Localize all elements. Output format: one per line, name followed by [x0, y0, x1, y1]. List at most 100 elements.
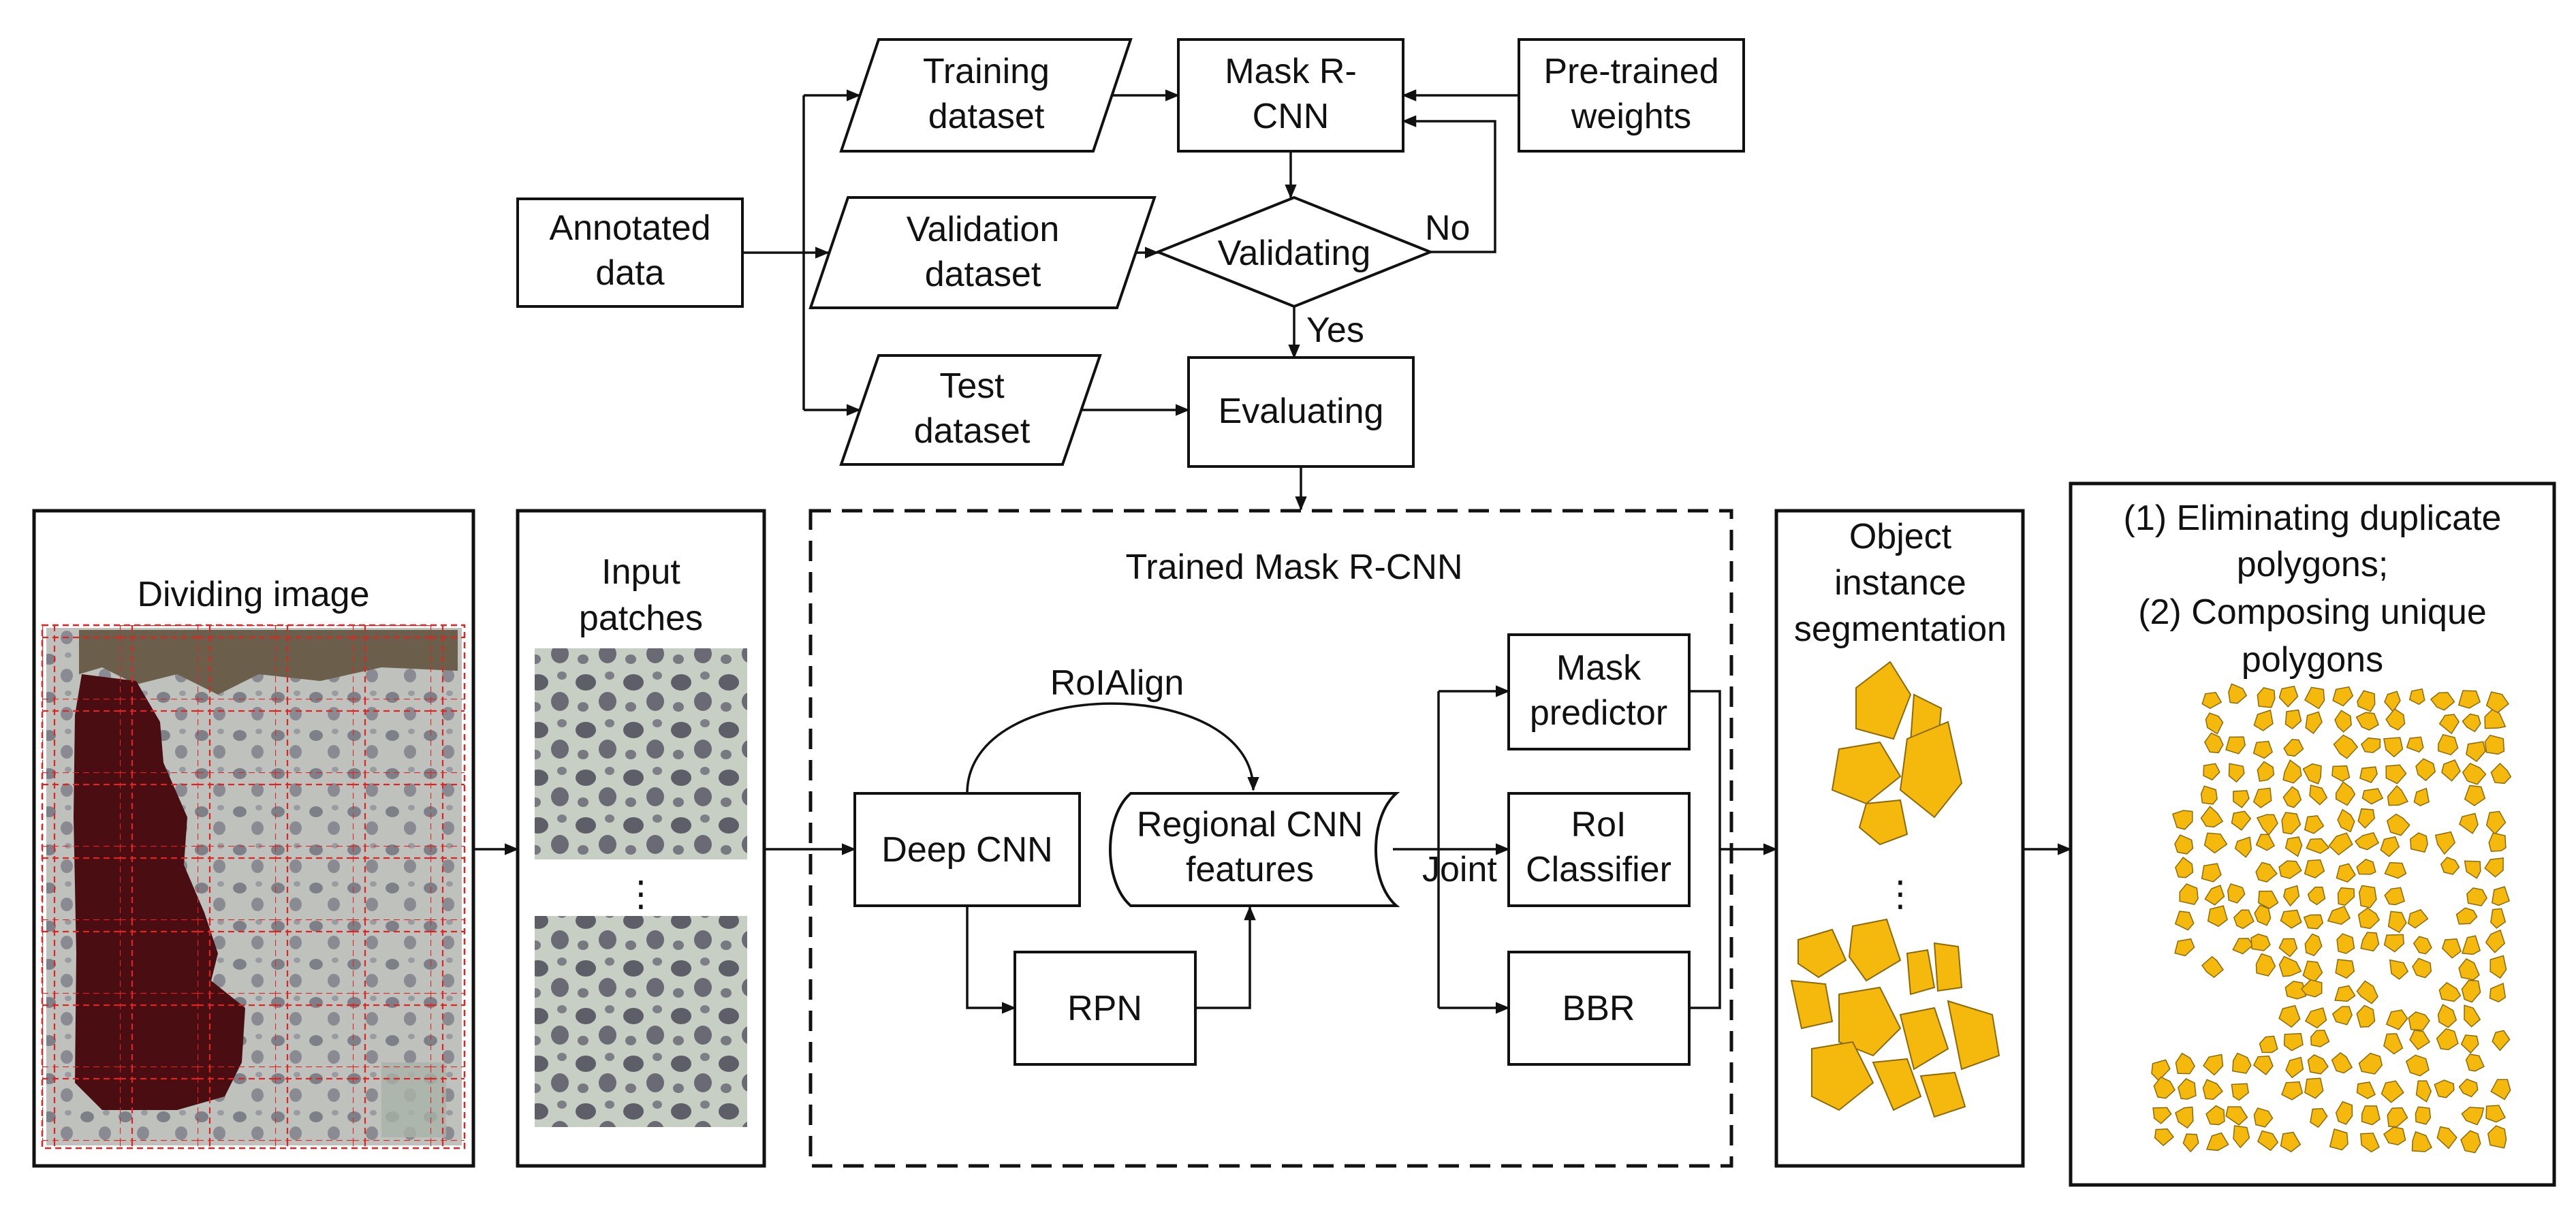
unique-polygon: [2489, 983, 2507, 1002]
unique-polygons-map: [2151, 683, 2512, 1154]
unique-polygon: [2356, 1081, 2376, 1100]
segmentation-label-2: instance: [1834, 563, 1966, 603]
trained-mask-rcnn-panel: Trained Mask R-CNN Deep CNN Regional CNN…: [808, 509, 1733, 1168]
unique-polygon: [2386, 813, 2410, 836]
training-dataset-label-1: Training: [923, 52, 1050, 91]
unique-polygon: [2304, 1007, 2327, 1029]
unique-polygon: [2283, 885, 2300, 907]
training-dataset-node: Training dataset: [839, 38, 1133, 153]
unique-polygon: [2357, 808, 2376, 829]
unique-polygon: [2464, 860, 2481, 879]
unique-polygon: [2355, 712, 2379, 731]
regional-features-label-2: features: [1186, 850, 1314, 889]
dividing-image-label: Dividing image: [137, 575, 369, 614]
unique-polygon: [2464, 1004, 2481, 1028]
unique-polygon: [2278, 860, 2302, 879]
unique-polygon: [2331, 1006, 2353, 1026]
unique-polygon: [2357, 907, 2381, 930]
roi-classifier-node: RoI Classifier: [1507, 792, 1691, 907]
satellite-image: [41, 624, 466, 1150]
unique-polygon: [2233, 1125, 2250, 1149]
unique-polygon: [2438, 714, 2460, 735]
unique-polygon: [2300, 979, 2323, 998]
unique-polygon: [2462, 713, 2481, 733]
unique-polygon: [2458, 1078, 2479, 1098]
evaluating-label: Evaluating: [1219, 392, 1384, 431]
postprocess-label-4: polygons: [2242, 640, 2383, 680]
top-flow-connectors: No Yes: [742, 89, 1519, 511]
evaluating-node: Evaluating: [1187, 356, 1415, 468]
polygon-cluster-2: [1790, 918, 2000, 1118]
unique-polygon: [2254, 904, 2272, 926]
unique-polygon: [2385, 1009, 2408, 1030]
bbr-label: BBR: [1562, 989, 1635, 1028]
unique-polygon: [2387, 1107, 2408, 1128]
unique-polygon: [2205, 712, 2224, 735]
unique-polygon: [2415, 1080, 2432, 1103]
unique-polygon: [2331, 765, 2351, 782]
unique-polygon: [2284, 836, 2303, 857]
unique-polygon: [2359, 885, 2377, 908]
unique-polygon: [2337, 887, 2355, 906]
pretrained-weights-label-1: Pre-trained: [1543, 52, 1718, 91]
unique-polygon: [2304, 686, 2325, 710]
input-patches-label-2: patches: [579, 599, 703, 638]
unique-polygon: [2257, 761, 2275, 782]
unique-polygon: [2385, 708, 2406, 731]
unique-polygon: [2281, 1081, 2304, 1101]
unique-polygon: [2461, 935, 2481, 955]
deep-cnn-label: Deep CNN: [881, 830, 1052, 870]
unique-polygon: [2464, 785, 2486, 806]
unique-polygon: [2228, 683, 2248, 704]
unique-polygon: [2280, 909, 2302, 929]
input-patches-label-1: Input: [601, 552, 680, 592]
unique-polygon: [2356, 1004, 2376, 1028]
unique-polygon: [2441, 938, 2462, 959]
pretrained-weights-label-2: weights: [1571, 97, 1691, 136]
unique-polygon: [2485, 1105, 2507, 1123]
unique-polygon: [2205, 1132, 2229, 1152]
unique-polygon: [2201, 863, 2222, 883]
unique-polygon: [2253, 1107, 2274, 1128]
unique-polygon: [2310, 1108, 2328, 1128]
unique-polygon: [2332, 686, 2354, 707]
annotated-data-label-1: Annotated: [549, 208, 710, 248]
unique-polygon: [2441, 759, 2461, 782]
unique-polygon: [2460, 1130, 2481, 1154]
unique-polygon: [2385, 764, 2407, 785]
unique-polygon: [2178, 1078, 2197, 1100]
unique-polygon: [2459, 812, 2479, 834]
postprocess-label-2: polygons;: [2237, 545, 2389, 584]
unique-polygon: [2255, 861, 2278, 883]
unique-polygon: [2436, 1126, 2457, 1150]
unique-polygon: [2484, 734, 2505, 755]
unique-polygon: [2179, 883, 2199, 905]
unique-polygon: [2408, 688, 2425, 706]
roi-classifier-label-2: Classifier: [1526, 850, 1671, 889]
unique-polygon: [2360, 1133, 2380, 1153]
unique-polygon: [2410, 832, 2428, 853]
unique-polygon: [2307, 1054, 2329, 1075]
unique-polygon: [2257, 686, 2276, 708]
segmentation-label-1: Object: [1849, 517, 1952, 556]
unique-polygon: [2336, 933, 2355, 954]
mask-predictor-label-2: predictor: [1530, 693, 1667, 733]
unique-polygon: [2383, 737, 2404, 758]
unique-polygon: [2227, 883, 2246, 904]
unique-polygon: [2175, 1052, 2195, 1075]
unique-polygon: [2250, 933, 2271, 951]
patch-image-2: [535, 916, 747, 1127]
segmentation-label-3: segmentation: [1794, 610, 2007, 649]
unique-polygon: [2174, 938, 2195, 957]
no-label: No: [1425, 208, 1470, 248]
unique-polygon: [2257, 1130, 2279, 1152]
unique-polygon: [2461, 979, 2481, 1003]
unique-polygon: [2285, 1056, 2304, 1079]
unique-polygon: [2304, 859, 2325, 878]
validating-label: Validating: [1218, 234, 1371, 273]
unique-polygon: [2430, 692, 2455, 711]
unique-polygon: [2203, 1054, 2224, 1076]
regional-features-label-1: Regional CNN: [1137, 805, 1363, 844]
unique-polygon: [2412, 957, 2432, 979]
postprocess-label-3: (2) Composing unique: [2138, 592, 2487, 632]
